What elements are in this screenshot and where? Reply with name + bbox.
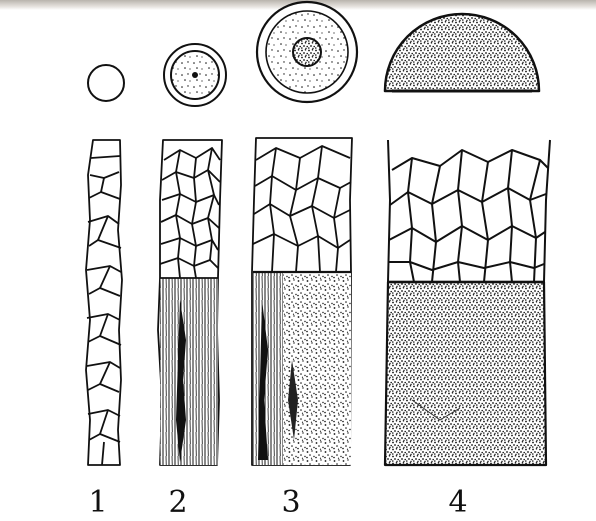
cross-section-4	[385, 14, 539, 91]
cross-section-1	[88, 65, 124, 101]
figure-label-1: 1	[88, 488, 107, 518]
cross-section-2	[164, 44, 226, 106]
figure-label-3: 3	[281, 488, 300, 518]
longitudinal-4	[385, 140, 550, 465]
longitudinal-2	[158, 140, 222, 465]
longitudinal-3	[252, 138, 352, 465]
figure-label-2: 2	[168, 488, 187, 518]
figure-label-4: 4	[448, 488, 467, 518]
longitudinal-1	[86, 140, 122, 465]
cross-section-3	[257, 2, 357, 102]
